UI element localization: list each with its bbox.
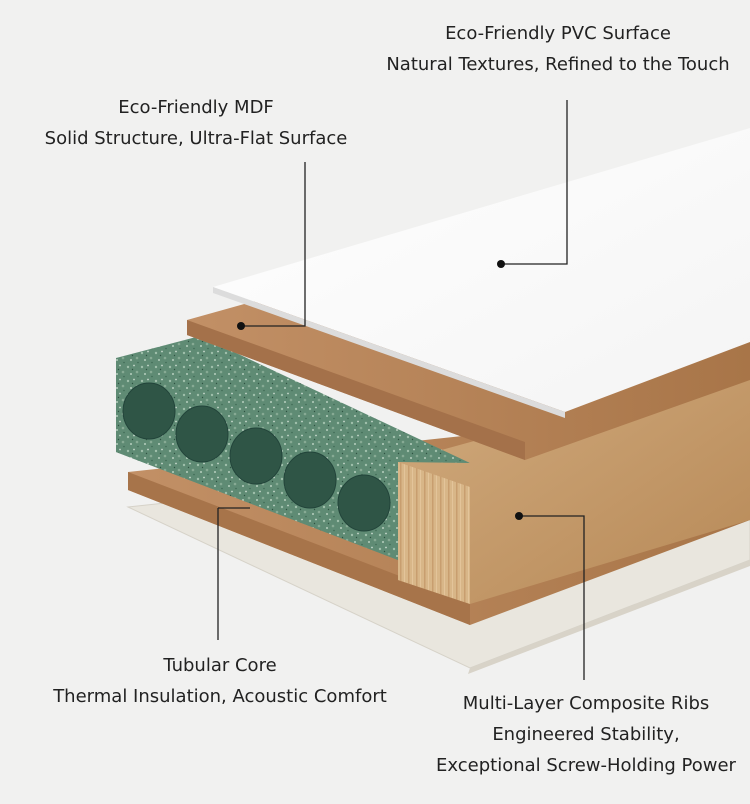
leader-dots <box>237 260 523 520</box>
dot-mdf <box>237 322 245 330</box>
dot-pvc <box>497 260 505 268</box>
composite-rib-end <box>398 462 470 604</box>
tube-hole <box>337 474 391 532</box>
label-core-title: Tubular Core <box>163 655 277 676</box>
leader-ribs <box>519 515 585 680</box>
label-pvc-surface: Eco-Friendly PVC Surface Natural Texture… <box>378 18 738 80</box>
label-pvc-subtitle: Natural Textures, Refined to the Touch <box>386 54 730 75</box>
label-ribs-line2: Engineered Stability, <box>492 724 680 745</box>
label-pvc-title: Eco-Friendly PVC Surface <box>445 23 671 44</box>
label-mdf-title: Eco-Friendly MDF <box>118 97 274 118</box>
label-ribs-line3: Exceptional Screw-Holding Power <box>436 755 736 776</box>
tube-holes <box>122 382 391 532</box>
label-mdf: Eco-Friendly MDF Solid Structure, Ultra-… <box>36 92 356 154</box>
pvc-surface <box>213 128 750 412</box>
tube-hole <box>122 382 176 440</box>
label-composite-ribs: Multi-Layer Composite Ribs Engineered St… <box>418 688 750 781</box>
leader-pvc <box>501 100 568 265</box>
leader-lines <box>217 100 585 680</box>
label-ribs-title: Multi-Layer Composite Ribs <box>462 693 710 714</box>
tube-hole <box>283 451 337 509</box>
leader-mdf <box>241 162 306 327</box>
label-core-subtitle: Thermal Insulation, Acoustic Comfort <box>53 686 387 707</box>
label-mdf-subtitle: Solid Structure, Ultra-Flat Surface <box>44 128 348 149</box>
dot-ribs <box>515 512 523 520</box>
label-tubular-core: Tubular Core Thermal Insulation, Acousti… <box>40 650 400 712</box>
tube-hole <box>229 427 283 485</box>
composite-rib-block <box>398 365 750 604</box>
tube-hole <box>175 405 229 463</box>
